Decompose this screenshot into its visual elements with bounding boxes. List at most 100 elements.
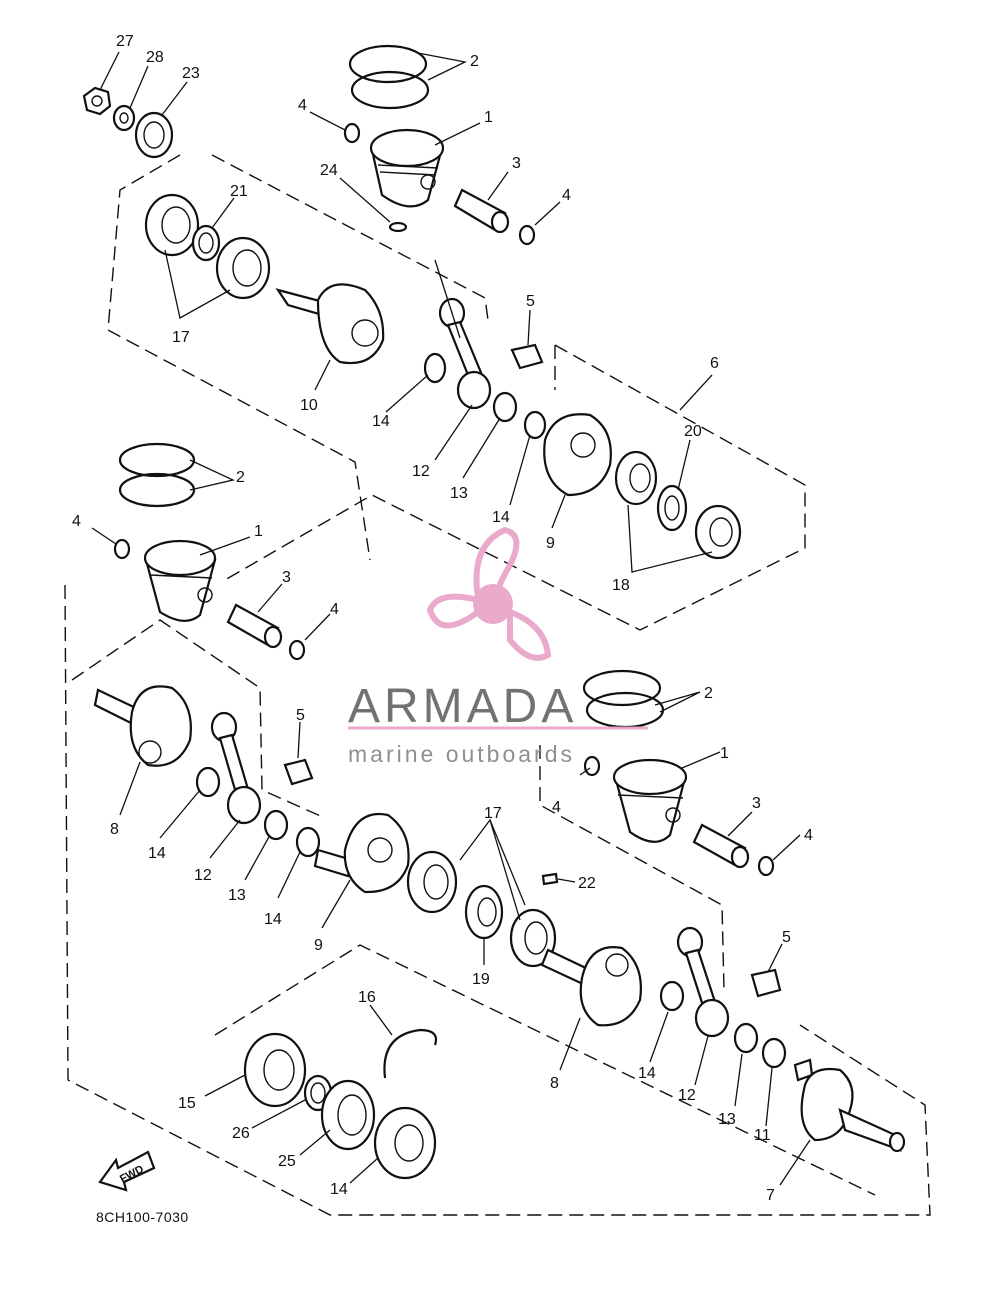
callout-8-middle: 8 [110, 821, 119, 838]
washer-11 [761, 1037, 787, 1069]
callout-5-upper: 5 [526, 293, 535, 310]
callout-10: 10 [300, 397, 318, 414]
callout-1-upper: 1 [484, 109, 493, 126]
callout-4-d: 4 [330, 601, 339, 618]
piston-pin-3-middle [226, 603, 283, 649]
callout-1-right: 1 [720, 745, 729, 762]
callout-12-right: 12 [678, 1087, 696, 1104]
callout-13-upper: 13 [450, 485, 468, 502]
assembly-outline-bottom [214, 944, 876, 1196]
callout-14-middle-b: 14 [264, 911, 282, 928]
bearing-17-middle-b [509, 908, 557, 968]
callout-13-right: 13 [718, 1111, 736, 1128]
assembly-outline-right [539, 745, 725, 991]
crank-8-right [540, 946, 642, 1027]
callout-3-upper: 3 [512, 155, 521, 172]
bearing-18-b [694, 504, 742, 560]
watermark: ARMADA marine outboards [348, 526, 648, 767]
callout-labels: 27 28 23 2 4 1 24 3 4 21 17 5 6 10 14 20… [72, 33, 813, 1204]
clip-4-b [518, 224, 536, 246]
crank-9-upper [543, 413, 612, 497]
washer-14-upper-b [523, 410, 547, 440]
pin-27 [388, 221, 408, 233]
oil-seal-26 [134, 111, 174, 159]
washer-24 [191, 224, 221, 262]
bearing-13-upper [492, 391, 518, 423]
callout-6: 6 [710, 355, 719, 372]
callout-2-middle: 2 [236, 469, 245, 486]
conrod-12-right [676, 926, 730, 1038]
clip-4-f [757, 855, 775, 877]
callout-15: 14 [330, 1181, 348, 1198]
callout-2-right: 2 [704, 685, 713, 702]
callout-1-middle: 1 [254, 523, 263, 540]
washer-14-middle-b [295, 826, 321, 858]
callout-4-a: 4 [298, 97, 307, 114]
washer-14-right [659, 980, 685, 1012]
piston-rings-2-middle [118, 442, 196, 508]
washer-14-upper-a [423, 352, 447, 384]
bearing-15 [373, 1106, 437, 1180]
piston-1-upper [369, 128, 445, 208]
callout-17-upper: 17 [172, 329, 190, 346]
callout-4-c: 4 [72, 513, 81, 530]
callout-13-middle: 13 [228, 887, 246, 904]
assembly-outline-crank-right [224, 344, 806, 631]
piston-rings-2-upper [348, 44, 430, 110]
bearing-13-right [733, 1022, 759, 1054]
callout-9-upper: 9 [546, 535, 555, 552]
crank-7 [793, 1058, 906, 1153]
piston-1-right [612, 758, 688, 843]
conrod-12-middle [210, 711, 262, 825]
propeller-logo [426, 526, 552, 661]
callout-21: 26 [232, 1125, 250, 1142]
bearing-17-upper-a [144, 193, 200, 257]
bearing-16 [243, 1032, 307, 1108]
clip-4-d [288, 639, 306, 661]
clip-4-a [343, 122, 361, 144]
callout-29: 28 [146, 49, 164, 66]
callout-11: 11 [754, 1127, 771, 1144]
callout-27: 24 [320, 162, 338, 179]
callout-20: 25 [278, 1153, 296, 1170]
callout-4-e: 4 [552, 799, 561, 816]
callout-5-middle: 5 [296, 707, 305, 724]
crank-10 [275, 283, 385, 365]
callout-25: 22 [578, 875, 596, 892]
callout-26: 23 [182, 65, 200, 82]
ring-23 [656, 484, 688, 532]
callout-14-upper-a: 14 [372, 413, 390, 430]
callout-22: 19 [472, 971, 490, 988]
callout-9-middle: 9 [314, 937, 323, 954]
washer-29 [112, 104, 136, 132]
piston-pin-3-right [692, 823, 750, 869]
assembly-outline-upper-right [211, 154, 489, 321]
callout-8-right: 8 [550, 1075, 559, 1092]
ring-19 [383, 1028, 438, 1079]
fwd-arrow [98, 1150, 156, 1192]
pin-25 [541, 872, 559, 886]
callout-12-upper: 12 [412, 463, 430, 480]
bearing-5-upper [510, 343, 544, 370]
assembly-outline-upper [107, 154, 371, 561]
callout-19: 16 [358, 989, 376, 1006]
callout-12-middle: 12 [194, 867, 212, 884]
callout-4-f: 4 [804, 827, 813, 844]
washer-14-middle-a [195, 766, 221, 798]
clip-4-c [113, 538, 131, 560]
callout-5-right: 5 [782, 929, 791, 946]
clip-4-e [583, 755, 601, 777]
callout-14-middle-a: 14 [148, 845, 166, 862]
nut-28 [82, 86, 112, 116]
crank-9-middle [313, 812, 410, 894]
ring-22 [464, 884, 504, 940]
callout-17-middle: 17 [484, 805, 502, 822]
seal-20 [320, 1079, 376, 1151]
assembly-outlines [64, 154, 931, 1216]
watermark-brand: ARMADA [348, 680, 577, 733]
bearing-17-middle-a [406, 850, 458, 914]
callout-16: 15 [178, 1095, 196, 1112]
assembly-outline-lower [64, 584, 931, 1216]
